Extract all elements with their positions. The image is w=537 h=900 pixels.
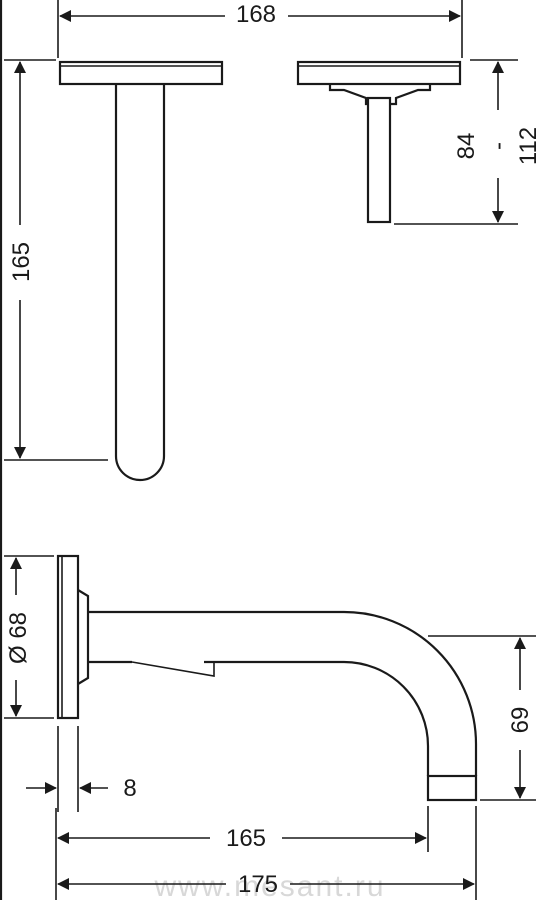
dim-label-diameter-68: Ø 68 — [5, 612, 32, 664]
dimension-outlet-height: 69 — [428, 635, 536, 801]
dimension-total-projection: 175 — [57, 871, 475, 898]
dim-label-69: 69 — [507, 707, 534, 734]
dim-label-165-horizontal: 165 — [226, 825, 266, 852]
dim-label-165-vertical: 165 — [8, 242, 35, 282]
dimension-flange-diameter: Ø 68 — [4, 555, 54, 719]
watermark: www.mesant.ru — [153, 870, 385, 900]
side-view-spout — [56, 554, 478, 802]
spout-tube-side — [88, 610, 478, 776]
dim-label-175: 175 — [238, 871, 278, 898]
dim-label-168: 168 — [236, 1, 276, 28]
dimension-top-width: 168 — [57, 0, 463, 58]
spout-aerator — [426, 774, 478, 802]
dim-label-8: 8 — [123, 775, 136, 802]
dimension-projection: 165 — [55, 806, 477, 900]
dimension-spout-height: 165 — [4, 59, 108, 461]
flange-collar — [77, 589, 90, 685]
dim-label-112: 112 — [515, 127, 537, 165]
valve-view — [296, 60, 462, 224]
front-view-spout — [58, 60, 224, 482]
valve-stem — [366, 96, 392, 224]
dimension-flange-depth: 8 — [26, 726, 137, 812]
spout-tube-front — [114, 84, 166, 482]
front-plate — [58, 60, 224, 86]
spout-underside-detail — [131, 661, 215, 677]
dim-label-separator: - — [485, 142, 512, 150]
wall-flange — [56, 554, 80, 720]
dimension-stem-length: 84 - 112 — [394, 59, 537, 225]
valve-plate — [296, 60, 462, 86]
dim-label-84: 84 — [453, 133, 480, 160]
